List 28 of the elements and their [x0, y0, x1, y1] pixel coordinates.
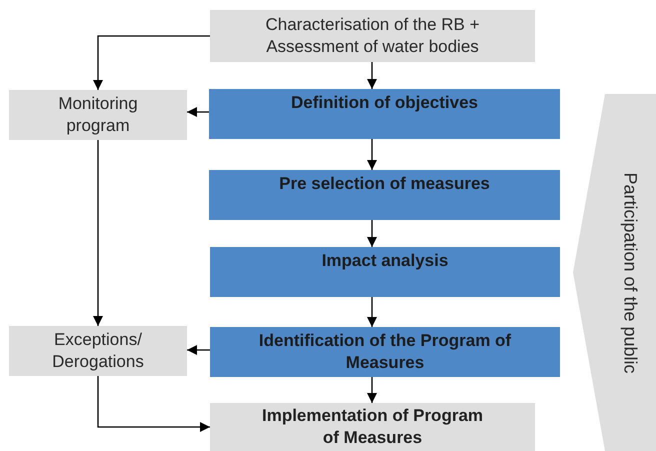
- node-label: Implementation of Program of Measures: [260, 405, 484, 449]
- process-box: [210, 247, 560, 297]
- arrow: [367, 139, 377, 170]
- node-label: Impact analysis: [322, 250, 448, 272]
- arrow: [93, 35, 210, 90]
- node-label: Definition of objectives: [290, 92, 478, 114]
- arrow: [187, 107, 209, 117]
- process-box: [9, 90, 187, 140]
- node-label: Pre selection of measures: [279, 173, 490, 195]
- arrow: [187, 345, 210, 355]
- process-box: [209, 89, 560, 139]
- process-box: [210, 327, 560, 377]
- arrow: [367, 297, 377, 327]
- arrow: [97, 376, 210, 432]
- chevron-banner: [573, 94, 656, 451]
- process-box: [210, 10, 535, 62]
- arrow: [93, 140, 103, 326]
- arrow: [367, 377, 377, 403]
- arrow: [367, 62, 377, 89]
- arrow: [367, 220, 377, 247]
- process-box: [210, 403, 535, 451]
- node-label: Monitoring program: [57, 93, 139, 137]
- node-label: Exceptions/ Derogations: [51, 329, 145, 373]
- node-label: Identification of the Program of Measures: [258, 330, 512, 374]
- process-box: [9, 326, 187, 376]
- node-label: Participation of the public: [620, 172, 642, 374]
- node-label: Characterisation of the RB + Assessment of water bodies: [264, 14, 481, 58]
- process-box: [209, 170, 560, 220]
